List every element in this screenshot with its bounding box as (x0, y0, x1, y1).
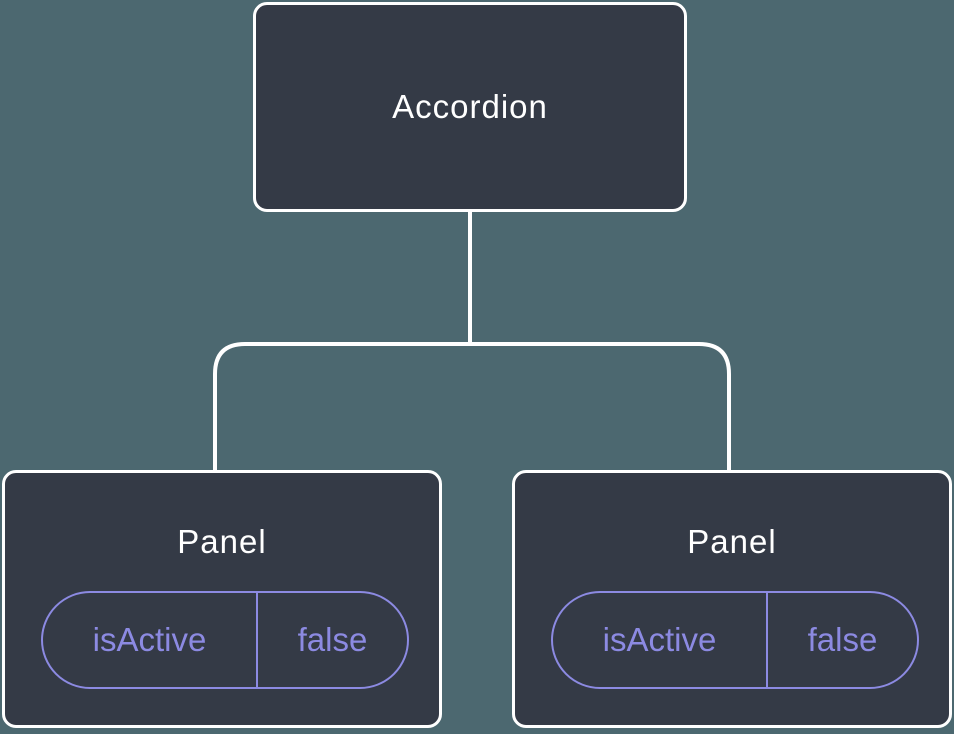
prop-value: false (807, 621, 878, 658)
prop-pill: isActive false (41, 591, 409, 689)
prop-value: false (297, 621, 368, 658)
prop-pill: isActive false (551, 591, 919, 689)
panel-node-label: Panel (177, 523, 267, 560)
panel-node-label: Panel (687, 523, 777, 560)
prop-name: isActive (43, 593, 258, 687)
component-node-accordion: Accordion (253, 2, 687, 212)
connector-branch (213, 342, 731, 472)
prop-name: isActive (553, 593, 768, 687)
component-node-panel-1: Panel isActive false (2, 470, 442, 728)
component-node-panel-2: Panel isActive false (512, 470, 952, 728)
accordion-node-label: Accordion (392, 88, 548, 125)
